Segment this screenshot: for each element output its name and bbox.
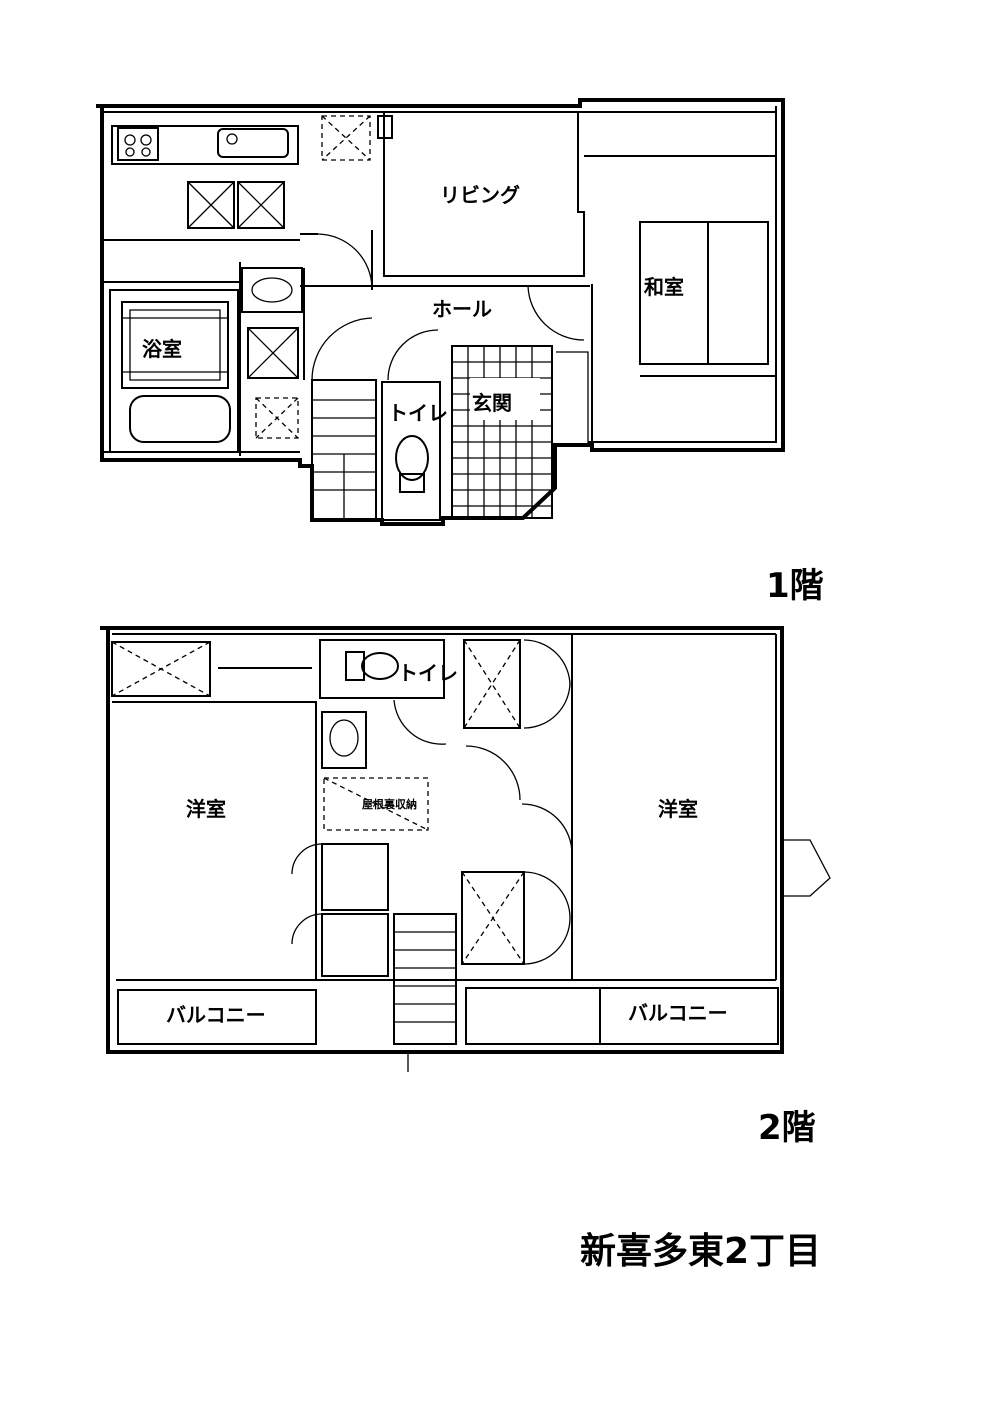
floor2-plan: 洋室 トイレ 屋根裏収納 [100,626,831,1072]
kitchen [102,115,393,283]
stairs-1f [311,317,377,521]
western-left-label: 洋室 [186,797,226,821]
balconies: バルコニー バルコニー [117,987,779,1072]
bathroom: 浴室 [109,262,305,456]
closets [291,639,573,977]
address-title: 新喜多東2丁目 [580,1231,822,1272]
floor1-caption: 1階 [766,566,824,606]
floor1-plan: リビング 和室 ホール 浴室 [96,98,785,526]
toilet-1f-label: トイレ [388,401,448,425]
stairs-2f [393,913,457,1045]
entrance-label: 玄関 [472,391,512,415]
western-right-label: 洋室 [658,797,698,821]
balcony-right-label: バルコニー [628,1001,728,1025]
entrance: 玄関 [451,345,589,519]
living-label: リビング [440,183,520,207]
attic-storage-label: 屋根裏収納 [362,797,417,811]
washitsu: 和室 [527,155,776,442]
floor2-caption: 2階 [758,1108,816,1148]
washitsu-label: 和室 [644,275,684,299]
hall: ホール [300,285,590,321]
western-room-left: 洋室 [111,641,317,980]
hall-label: ホール [432,297,492,321]
bath-label: 浴室 [142,337,182,361]
living-room: リビング [300,112,585,290]
toilet-2f: トイレ [319,639,458,745]
western-room-right: 洋室 [571,634,831,980]
balcony-left-label: バルコニー [166,1003,266,1027]
attic-storage: 屋根裏収納 [321,711,429,831]
toilet-1f: トイレ [381,329,448,521]
toilet-2f-label: トイレ [398,661,458,685]
